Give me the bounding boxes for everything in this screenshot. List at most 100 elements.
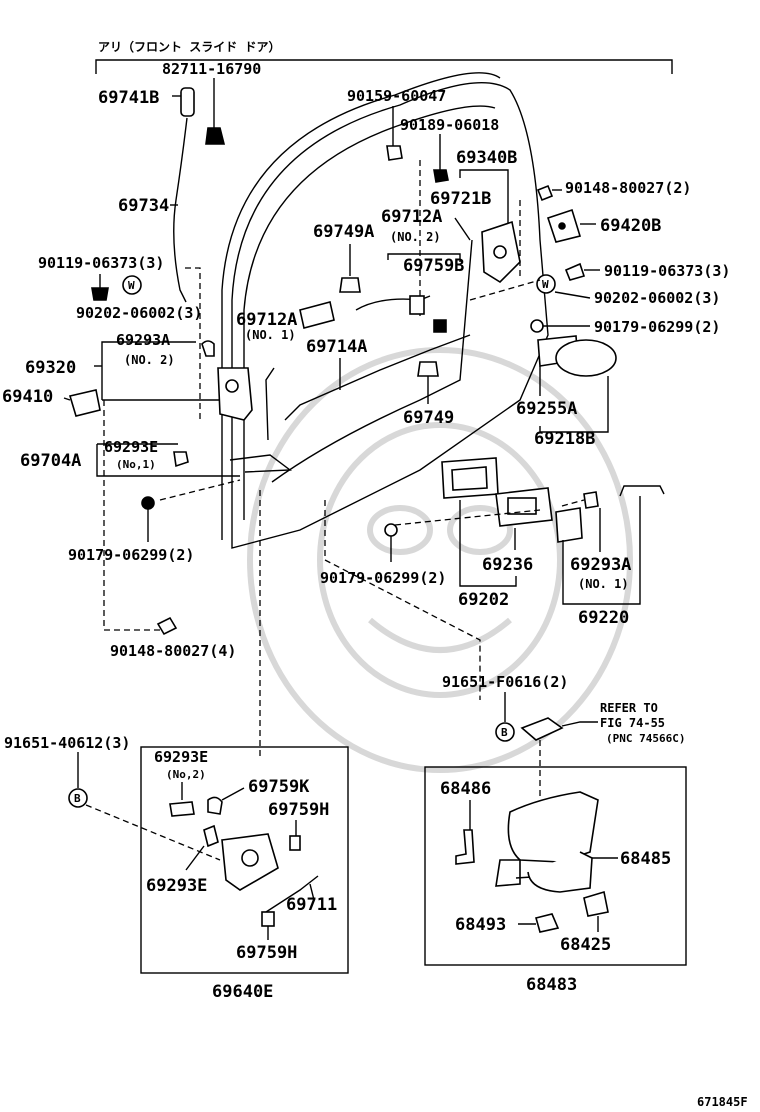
handle-frame-inner <box>451 466 488 491</box>
label-68486: 68486 <box>440 779 491 799</box>
bracket-69759b <box>387 253 461 262</box>
label-90119-06373-left: 90119-06373(3) <box>38 254 164 272</box>
bracket-69704a <box>96 444 240 477</box>
header-title: アリ（フロント スライド ドア） <box>98 39 280 54</box>
label-68485: 68485 <box>620 849 671 869</box>
door-lock-part <box>217 367 253 421</box>
bracket-69218b <box>539 376 609 433</box>
clip-68425-part <box>583 890 609 917</box>
clip-69759b-small-part <box>433 319 447 333</box>
striker-part <box>68 389 101 417</box>
cable-69712a-no2-part <box>271 239 473 483</box>
rod-69220-part <box>619 485 665 497</box>
label-69220: 69220 <box>578 608 629 628</box>
door-lock-pivot <box>225 379 239 393</box>
label-69420b: 69420B <box>600 216 661 236</box>
handle-69236-inner <box>507 497 537 515</box>
inside-handle-pivot <box>493 245 507 259</box>
label-69640e: 69640E <box>212 982 273 1002</box>
box-68483 <box>424 766 687 966</box>
label-69236: 69236 <box>482 555 533 575</box>
clip-69293a-no1-part <box>583 491 599 509</box>
armrest-base-part <box>495 859 521 887</box>
diagram-code: 671845F <box>697 1095 748 1109</box>
label-90119-06373-right: 90119-06373(3) <box>604 262 730 280</box>
label-69759h-b: 69759H <box>236 943 297 963</box>
label-69293a-no2: 69293A <box>116 331 170 349</box>
dash-lower-left <box>85 804 221 861</box>
leader-69759k <box>221 787 245 801</box>
leader-refer <box>561 721 598 727</box>
rod-knob-part <box>180 87 195 117</box>
washer-w-left: W <box>128 279 135 292</box>
label-90179-06299-left: 90179-06299(2) <box>68 546 194 564</box>
label-69712a-mid-sub: (NO. 1) <box>245 328 296 342</box>
label-68493: 68493 <box>455 915 506 935</box>
cap-68493-part <box>535 913 560 933</box>
watermark-emblem <box>247 347 633 773</box>
dash-right-1 <box>469 279 541 301</box>
clip-69293e-part <box>173 451 189 468</box>
clip-69293e-b-part <box>203 824 219 848</box>
label-69712a-top-sub: (NO. 2) <box>390 230 441 244</box>
clip-part <box>205 127 226 145</box>
clip-69749-part <box>417 361 439 377</box>
ref-part <box>520 717 564 741</box>
link-69704a-part <box>229 454 292 473</box>
washer-left-part <box>122 275 142 295</box>
label-68425: 68425 <box>560 935 611 955</box>
label-90159-60047: 90159-60047 <box>347 87 446 105</box>
label-68483: 68483 <box>526 975 577 995</box>
door-outline <box>221 72 549 549</box>
bracket-69202 <box>459 500 517 587</box>
bolt-b-right-part <box>495 722 515 742</box>
dash-left-1 <box>185 267 201 420</box>
dash-mid-down <box>324 500 481 700</box>
screw-90148-2-part <box>536 184 554 202</box>
label-69293a-no1: 69293A <box>570 555 631 575</box>
leader-69711 <box>309 883 315 901</box>
clip-69759h-b-part <box>261 911 275 927</box>
label-69255a: 69255A <box>516 399 577 419</box>
label-91651-40612: 91651-40612(3) <box>4 734 130 752</box>
label-69293e-no2-sub: (No,2) <box>166 768 206 781</box>
bracket-69320 <box>101 341 196 400</box>
dash-mid-1 <box>394 509 541 526</box>
label-69734: 69734 <box>118 196 169 216</box>
actuator-pivot <box>241 849 259 867</box>
clip-69759b-part <box>409 295 425 315</box>
dash-left-3 <box>159 479 241 501</box>
label-69293e-no2: 69293E <box>154 748 208 766</box>
label-90148-80027-2: 90148-80027(2) <box>565 179 691 197</box>
label-69712a-mid: 69712A <box>236 310 297 330</box>
header-bracket <box>95 59 673 74</box>
box-69640e <box>140 746 349 974</box>
bolt-b-left-part <box>68 788 88 808</box>
clip-69749a-part <box>339 277 361 293</box>
leader-69410 <box>63 397 71 401</box>
label-69704a: 69704A <box>20 451 81 471</box>
clip-69759h-a-part <box>289 835 301 851</box>
nut-90189-part <box>433 169 449 183</box>
clip-90179-mid-part <box>384 523 398 537</box>
armrest-bar-part <box>527 851 593 893</box>
label-90202-06002-left: 90202-06002(3) <box>76 304 202 322</box>
screw-90159-part <box>386 145 403 161</box>
clip-90179-right-part <box>530 319 544 333</box>
armrest-part <box>507 791 599 863</box>
washer-w-right: W <box>542 278 549 291</box>
label-90179-06299-mid: 90179-06299(2) <box>320 569 446 587</box>
label-69293a-no1-sub: (NO. 1) <box>578 577 629 591</box>
label-69218b: 69218B <box>534 429 595 449</box>
refer-line-2: FIG 74-55 <box>600 716 665 730</box>
rod-69714a-part <box>284 334 471 421</box>
label-69759h-a: 69759H <box>268 800 329 820</box>
label-69293e-no1-sub: (No,1) <box>116 458 156 471</box>
refer-line-1: REFER TO <box>600 701 658 715</box>
label-90179-06299-right: 90179-06299(2) <box>594 318 720 336</box>
label-69410: 69410 <box>2 387 53 407</box>
protector-69220-part <box>555 507 583 543</box>
label-69293e-no1: 69293E <box>104 438 158 456</box>
label-69711: 69711 <box>286 895 337 915</box>
